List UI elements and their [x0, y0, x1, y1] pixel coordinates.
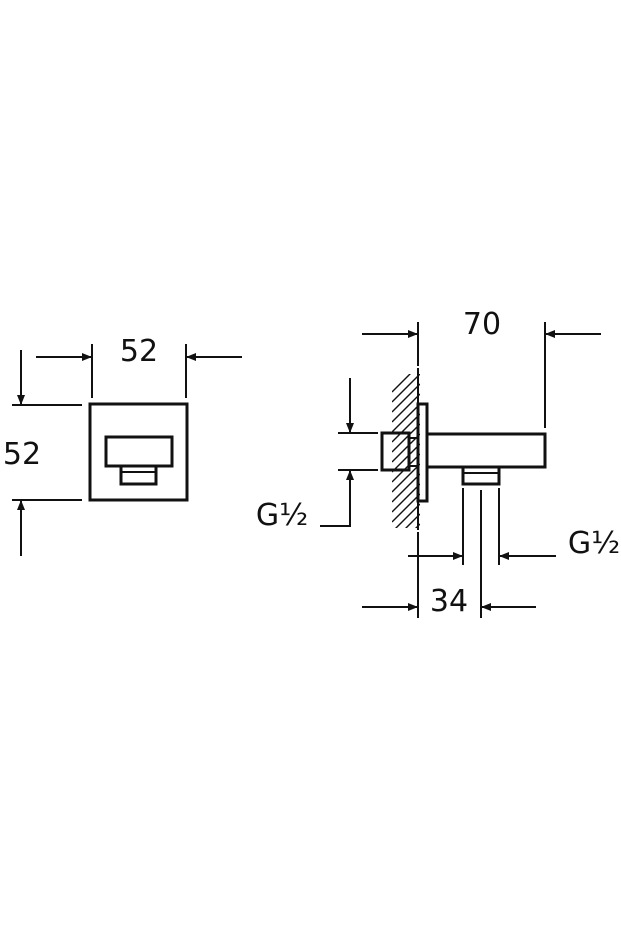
front-outlet-nipple	[119, 464, 158, 486]
outlet-thread-label: G½	[568, 526, 620, 561]
wall-hatch	[392, 374, 420, 528]
inlet-arrow-bottom	[320, 470, 354, 527]
front-height-label: 52	[3, 437, 41, 472]
offset-label: 34	[430, 584, 468, 619]
outlet-arm	[425, 432, 547, 469]
side-view: 70 G½ G½ 34	[256, 307, 620, 619]
front-inner-block	[104, 435, 174, 468]
outlet-nipple	[461, 465, 501, 486]
inlet-thread-label: G½	[256, 498, 308, 533]
front-width-label: 52	[120, 334, 158, 369]
front-square-outline	[88, 402, 189, 502]
length-label: 70	[463, 307, 501, 342]
front-view: 52 52	[3, 334, 242, 556]
